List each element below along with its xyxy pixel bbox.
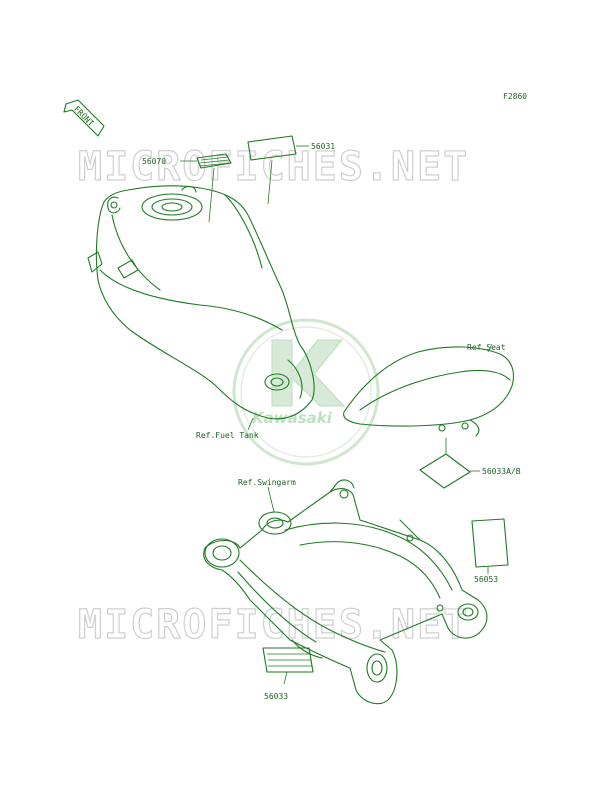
fuel-tank bbox=[87, 185, 315, 431]
seat bbox=[343, 343, 515, 437]
label-56031 bbox=[247, 135, 309, 205]
label-56033 bbox=[262, 647, 314, 685]
callout-ref-seat: Ref.Seat bbox=[467, 343, 506, 352]
callout-ref-swingarm: Ref.Swingarm bbox=[238, 478, 296, 487]
callout-56033: 56033 bbox=[264, 692, 288, 701]
label-56033ab bbox=[419, 438, 480, 489]
callout-56033ab: 56033A/B bbox=[482, 467, 521, 476]
front-label: FRONT bbox=[72, 105, 96, 129]
front-arrow-icon: FRONT bbox=[63, 99, 105, 137]
watermark-top: MICROFICHES.NET bbox=[78, 144, 469, 190]
callout-56031: 56031 bbox=[311, 142, 335, 151]
label-56053 bbox=[471, 518, 509, 574]
watermark-bottom: MICROFICHES.NET bbox=[78, 602, 469, 648]
callout-56053: 56053 bbox=[474, 575, 498, 584]
kawasaki-logo: Kawasaki bbox=[232, 318, 380, 466]
callout-56070: 56070 bbox=[142, 157, 166, 166]
swingarm bbox=[203, 479, 488, 705]
figure-code: F2860 bbox=[503, 92, 527, 101]
logo-text: Kawasaki bbox=[252, 409, 333, 427]
label-56070 bbox=[180, 153, 232, 223]
callout-ref-fuel-tank: Ref.Fuel Tank bbox=[196, 431, 259, 440]
